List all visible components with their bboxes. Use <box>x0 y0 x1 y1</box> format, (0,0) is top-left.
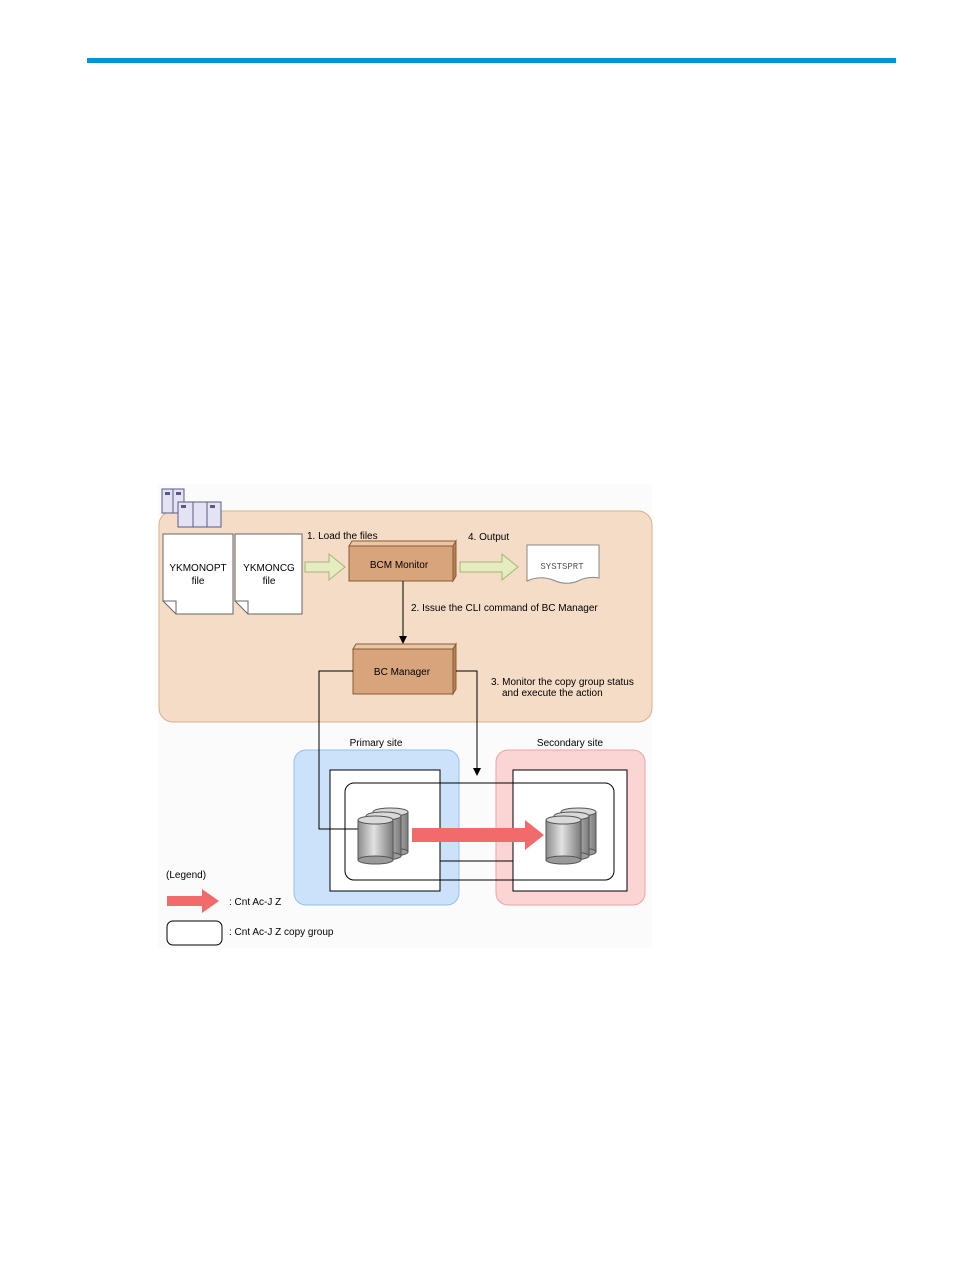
ykmonopt-file-suffix: file <box>192 576 205 587</box>
document-icon: SYSTSPRT <box>527 545 599 583</box>
ykmoncg-file-name: YKMONCG <box>243 563 295 574</box>
systsprt-label: SYSTSPRT <box>540 562 584 572</box>
step2-label: 2. Issue the CLI command of BC Manager <box>411 603 598 614</box>
bcm-monitor-label: BCM Monitor <box>370 560 429 571</box>
legend-group-label: : Cnt Ac-J Z copy group <box>229 927 334 938</box>
bc-manager-label: BC Manager <box>374 667 431 678</box>
step4-label: 4. Output <box>468 532 509 543</box>
primary-site-label: Primary site <box>350 738 403 749</box>
legend-arrow-label: : Cnt Ac-J Z <box>229 897 281 908</box>
disk-volume-icon <box>546 808 596 864</box>
bcm-monitor-box: BCM Monitor <box>349 541 456 581</box>
ykmonopt-file: YKMONOPT file <box>163 534 233 614</box>
step3-label-line2: and execute the action <box>502 688 603 699</box>
bc-manager-box: BC Manager <box>353 644 456 694</box>
disk-volume-icon <box>358 808 408 864</box>
ykmoncg-file: YKMONCG file <box>235 534 302 614</box>
legend-title: (Legend) <box>166 870 206 881</box>
ykmonopt-file-name: YKMONOPT <box>169 563 226 574</box>
ykmoncg-file-suffix: file <box>263 576 276 587</box>
secondary-site-label: Secondary site <box>537 738 604 749</box>
step3-label-line1: 3. Monitor the copy group status <box>491 677 634 688</box>
step1-label: 1. Load the files <box>307 531 378 542</box>
legend-group-swatch <box>167 921 222 945</box>
